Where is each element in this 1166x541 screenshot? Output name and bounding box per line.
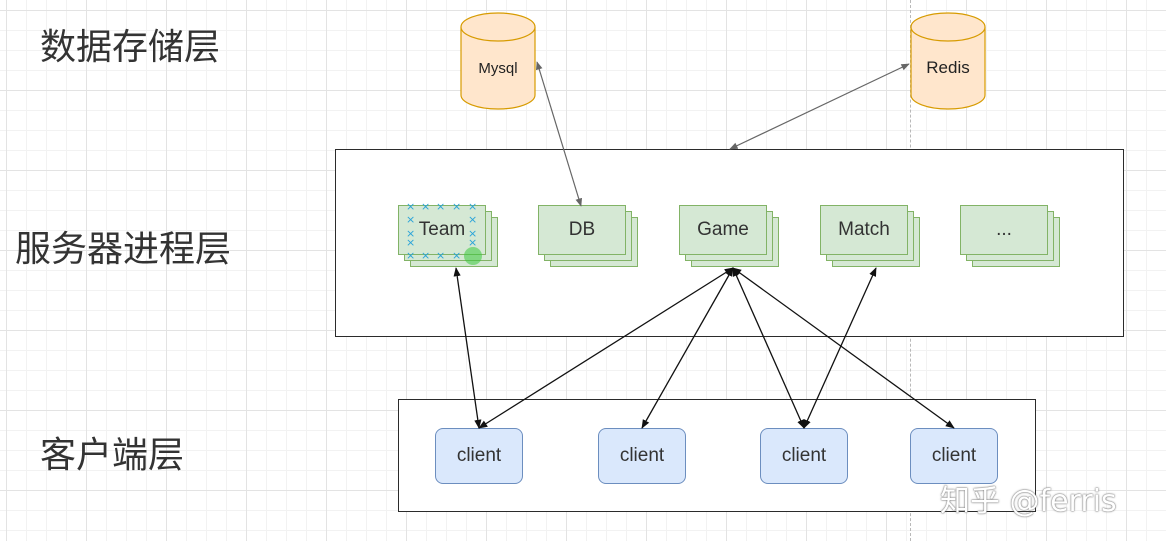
- mysql-database[interactable]: Mysql: [460, 12, 536, 110]
- process-label: Game: [679, 205, 767, 255]
- redis-label: Redis: [926, 58, 970, 77]
- match-client3-link: [803, 267, 877, 429]
- process-more[interactable]: ...: [960, 205, 1078, 273]
- layer-label-server: 服务器进程层: [15, 229, 232, 270]
- process-label: ...: [960, 205, 1048, 255]
- mysql-label: Mysql: [478, 59, 518, 77]
- process-match[interactable]: Match: [820, 205, 938, 273]
- team-client-link: [453, 267, 482, 429]
- redis-server-link: [729, 63, 910, 150]
- watermark: 知乎 @ferris: [940, 484, 1117, 519]
- game-client1-link: [478, 267, 734, 429]
- cylinder-icon: [460, 12, 536, 110]
- layer-label-client: 客户端层: [40, 435, 185, 476]
- client-node[interactable]: client: [435, 428, 523, 484]
- resize-handle[interactable]: [464, 247, 482, 265]
- layer-label-data: 数据存储层: [40, 27, 221, 68]
- client-node[interactable]: client: [598, 428, 686, 484]
- mysql-db-link: [535, 61, 583, 207]
- client-node[interactable]: client: [760, 428, 848, 484]
- process-game[interactable]: Game: [679, 205, 797, 273]
- redis-database[interactable]: Redis: [910, 12, 986, 110]
- process-db[interactable]: DB: [538, 205, 656, 273]
- game-client4-link: [732, 267, 955, 429]
- game-client2-link: [641, 267, 734, 429]
- cylinder-icon: [910, 12, 986, 110]
- process-label: Match: [820, 205, 908, 255]
- process-label: Team: [398, 205, 486, 255]
- game-client3-link: [732, 267, 805, 429]
- process-label: DB: [538, 205, 626, 255]
- process-team[interactable]: Team: [398, 205, 516, 273]
